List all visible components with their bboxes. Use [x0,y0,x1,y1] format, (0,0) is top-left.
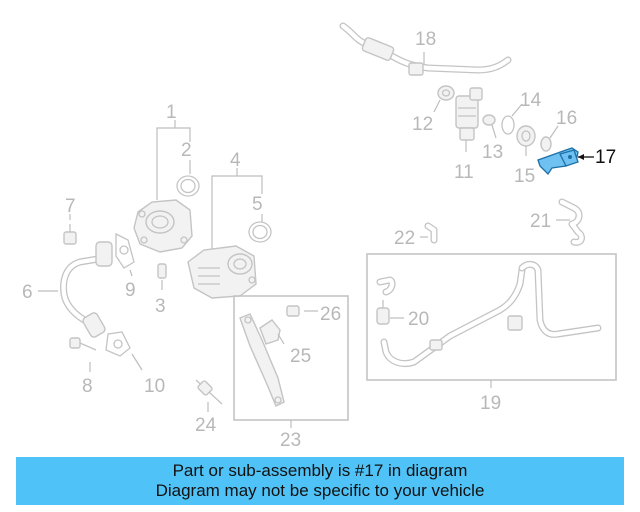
callout-24: 24 [195,415,217,436]
banner-line-1: Part or sub-assembly is #17 in diagram [172,461,468,480]
callout-8: 8 [82,376,93,397]
grommet-12 [433,85,455,113]
pipe-assembly-box-19 [366,253,617,388]
callout-3: 3 [155,296,166,317]
callout-5: 5 [252,194,263,215]
info-banner: Part or sub-assembly is #17 in diagram D… [16,457,624,505]
callout-2: 2 [181,140,192,161]
callout-22: 22 [394,228,415,249]
callout-18: 18 [415,29,436,50]
callout-7: 7 [65,196,76,217]
egr-cooler-1 [133,199,193,253]
callout-10: 10 [144,376,165,397]
o-ring-14 [501,103,523,135]
leader-1 [156,127,191,200]
callout-15: 15 [514,166,535,187]
valve-11 [455,87,483,152]
bolt-3 [157,263,167,290]
callout-11: 11 [454,162,474,183]
callout-1: 1 [166,102,177,123]
hose-21 [556,198,585,246]
bolt-7 [63,214,77,245]
bolt-8 [69,337,97,372]
callout-26: 26 [320,304,341,325]
callout-21: 21 [530,211,551,232]
hose-assembly-18 [339,22,512,76]
seal-15 [516,125,536,156]
callout-17: 17 [595,147,616,168]
callout-14: 14 [520,90,542,111]
check-valve-20 [376,300,404,325]
gasket-10 [105,331,143,371]
bracket-box-23 [233,295,349,428]
plug-13 [482,114,497,139]
callout-4: 4 [230,150,241,171]
bracket-17-highlighted [537,147,594,176]
callout-23: 23 [280,430,301,451]
callout-12: 12 [412,114,433,135]
callout-13: 13 [482,142,503,163]
gasket-5 [248,214,272,243]
banner-line-2: Diagram may not be specific to your vehi… [155,481,485,500]
callout-16: 16 [556,108,577,129]
gasket-9 [115,232,135,277]
callout-20: 20 [408,309,429,330]
egr-valve-4 [187,245,257,299]
callout-19: 19 [480,393,501,414]
hose-22 [420,222,438,244]
callout-6: 6 [22,282,33,303]
callout-25: 25 [290,346,311,367]
parts-diagram: 18 12 11 13 14 15 16 [22,22,617,451]
egr-pipe-6 [38,241,113,338]
stud-24 [195,379,223,412]
washer-16 [540,125,559,152]
gasket-2 [176,160,200,197]
callout-9: 9 [125,280,136,301]
